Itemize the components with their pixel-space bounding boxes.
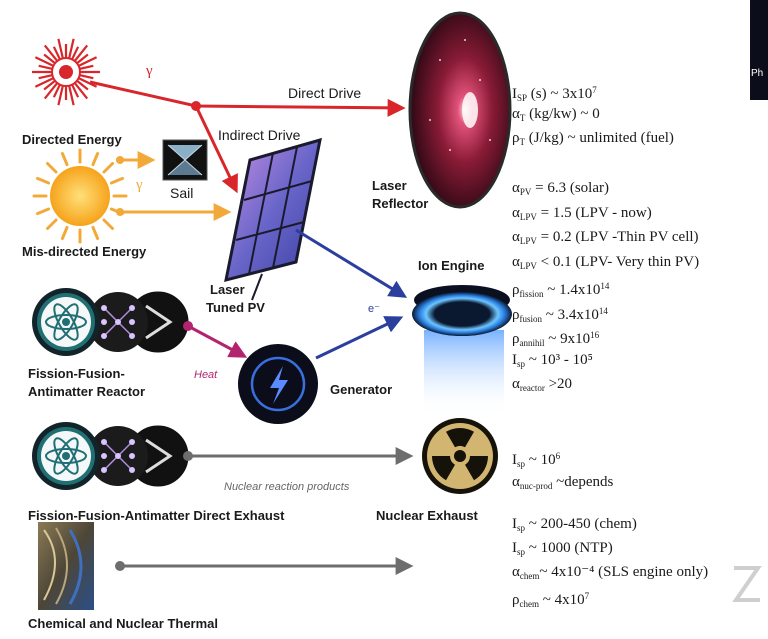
- equation-line: Isp ~ 1000 (NTP): [512, 540, 613, 557]
- laser-tuned-pv-label-2: Tuned PV: [206, 300, 265, 315]
- laser-reflector-disc: [408, 11, 512, 209]
- electron-label: e⁻: [368, 303, 380, 315]
- equation-line: Isp ~ 10³ - 10⁵: [512, 351, 593, 369]
- direct-drive-label: Direct Drive: [288, 85, 362, 101]
- equation-line: αT (kg/kw) ~ 0: [512, 106, 600, 123]
- equation-line: αPV = 6.3 (solar): [512, 180, 609, 197]
- side-panel-strip: Ph: [750, 0, 768, 100]
- equation-line: αLPV = 1.5 (LPV - now): [512, 204, 652, 222]
- reactor-label-1: Fission-Fusion-: [28, 366, 125, 381]
- heat-arrow: [187, 324, 248, 358]
- equation-line: αLPV < 0.1 (LPV- Very thin PV): [512, 253, 700, 271]
- side-panel-text: Ph: [751, 68, 764, 79]
- heat-label: Heat: [194, 369, 218, 381]
- laser-reflector-label-2: Reflector: [372, 196, 429, 211]
- reactor-label-2: Antimatter Reactor: [28, 384, 146, 399]
- misdirected-energy-label: Mis-directed Energy: [22, 244, 147, 259]
- nuclear-exhaust-label: Nuclear Exhaust: [376, 508, 478, 523]
- indirect-drive-label: Indirect Drive: [218, 127, 301, 143]
- watermark-z-icon: [732, 566, 762, 602]
- equation-line: ρannihil ~ 9x1016: [512, 330, 600, 348]
- generator-label: Generator: [330, 382, 393, 397]
- equation-line: Isp ~ 200-450 (chem): [512, 516, 637, 533]
- gamma-top-label: γ: [146, 63, 153, 79]
- equation-line: αnuc-prod ~depends: [512, 474, 614, 491]
- laser-tuned-pv-label-1: Laser: [210, 282, 245, 297]
- laser-reflector-label-1: Laser: [372, 178, 407, 193]
- sun-icon: [32, 148, 128, 244]
- equation-line: ρfission ~ 1.4x1014: [512, 281, 610, 299]
- ion-engine-label: Ion Engine: [418, 258, 485, 273]
- sail-icon: [162, 139, 208, 181]
- ion-engine-icon: [412, 285, 512, 416]
- indirect-drive-beam: [194, 105, 238, 194]
- equation-line: ISP (s) ~ 3x107: [512, 85, 597, 103]
- solar-panel-icon: [224, 137, 322, 301]
- equation-line: αreactor >20: [512, 376, 573, 393]
- lightning-bolt-icon: [238, 344, 318, 424]
- reactor-icon-2: [32, 422, 189, 490]
- beam-split-node: [191, 101, 201, 111]
- laser-burst-icon: [32, 38, 100, 106]
- equation-line: ρfusion ~ 3.4x1014: [512, 305, 608, 324]
- rocket-engine-photo: [38, 522, 94, 610]
- nuclear-reaction-products-label: Nuclear reaction products: [224, 481, 350, 493]
- generator-to-ion-arrow: [315, 316, 404, 360]
- sail-label: Sail: [170, 185, 194, 201]
- gamma-mid-label: γ: [136, 177, 143, 193]
- direct-exhaust-label: Fission-Fusion-Antimatter Direct Exhaust: [28, 508, 285, 523]
- equation-line: αchem~ 4x10⁻⁴ (SLS engine only): [512, 564, 709, 581]
- equation-line: ρchem ~ 4x107: [512, 591, 590, 609]
- chemical-thermal-label: Chemical and Nuclear Thermal: [28, 616, 219, 631]
- equation-line: αLPV = 0.2 (LPV -Thin PV cell): [512, 229, 699, 246]
- radiation-icon: [422, 418, 498, 494]
- reactor-icon-1: [32, 288, 189, 356]
- directed-energy-label: Directed Energy: [22, 132, 122, 147]
- equation-line: ρT (J/kg) ~ unlimited (fuel): [512, 130, 674, 147]
- pv-to-ion-arrow: [295, 228, 408, 298]
- equation-line: Isp ~ 106: [512, 451, 561, 469]
